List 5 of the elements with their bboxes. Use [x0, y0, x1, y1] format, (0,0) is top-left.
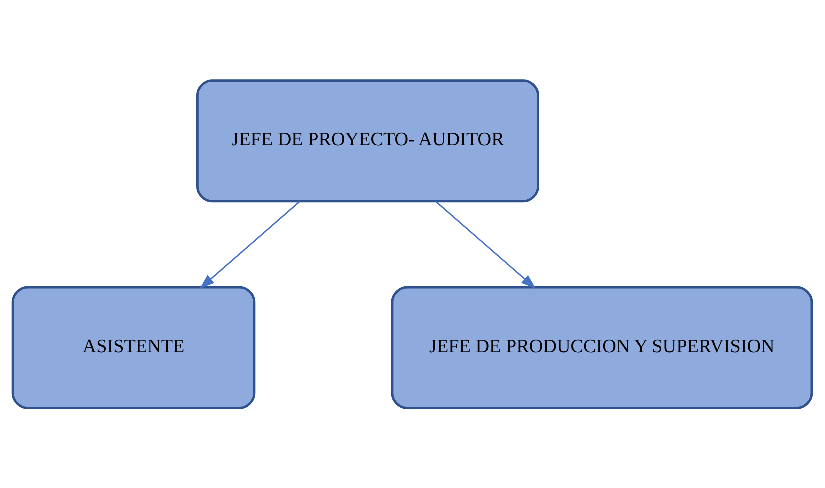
- arrow: [436, 200, 536, 288]
- node-box: JEFE DE PROYECTO- AUDITOR: [196, 79, 540, 202]
- node-box: ASISTENTE: [12, 286, 256, 409]
- node-box: JEFE DE PRODUCCION Y SUPERVISION: [391, 286, 814, 409]
- arrow: [200, 200, 300, 288]
